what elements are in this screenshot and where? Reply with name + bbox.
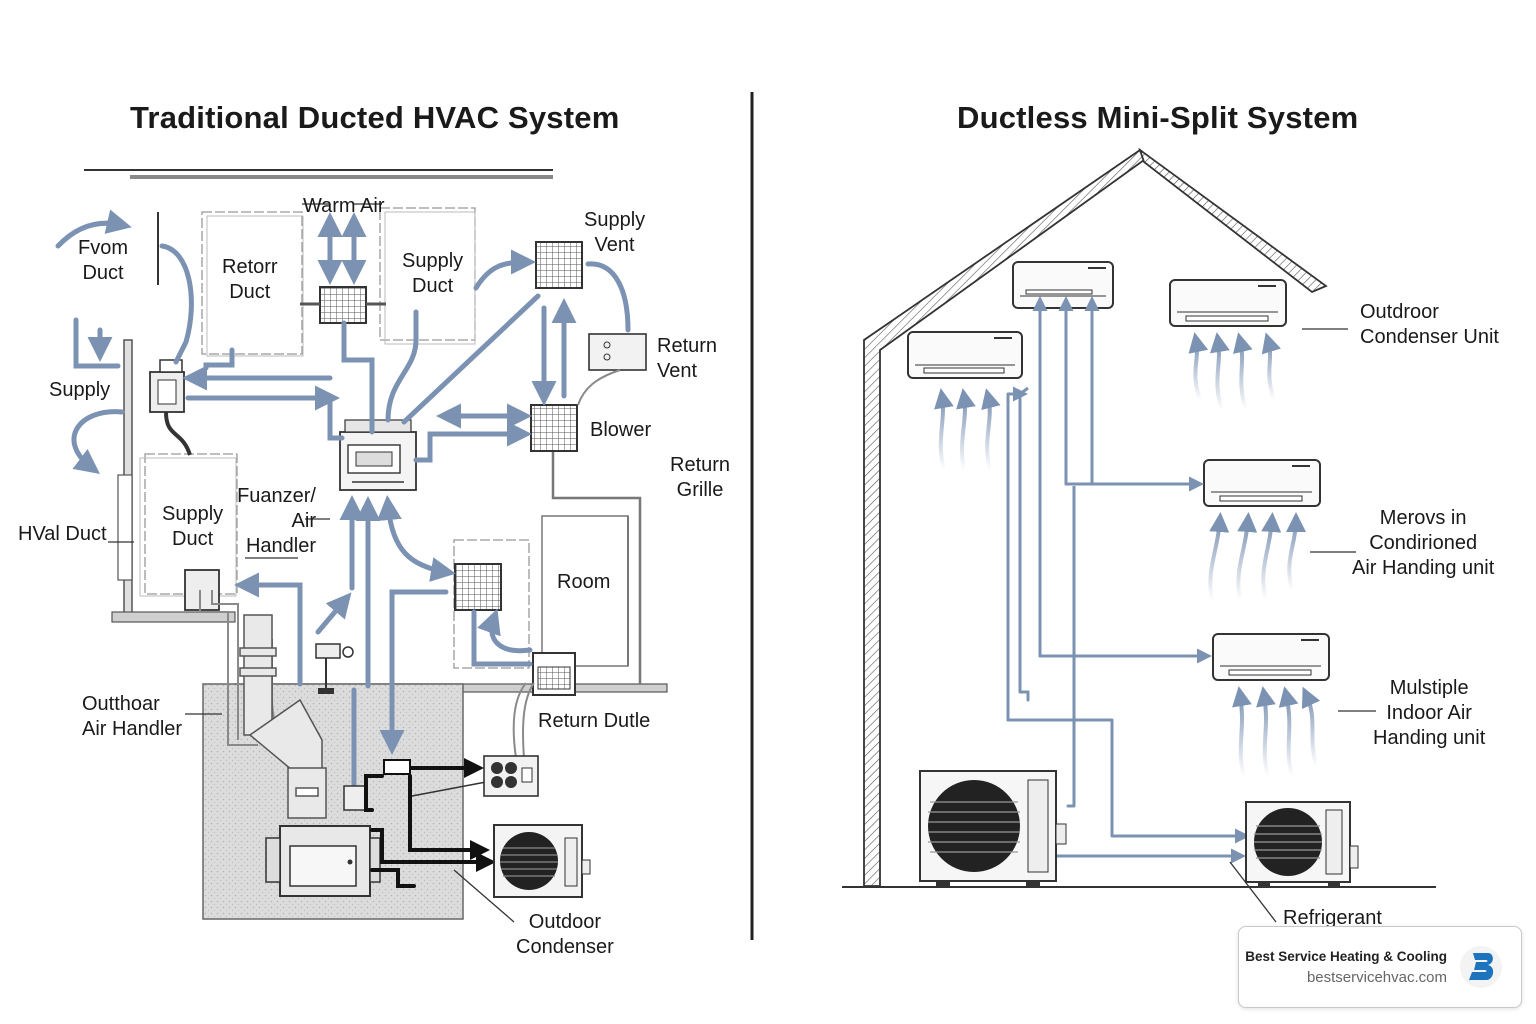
label-supply-duct-low: Supply Duct <box>162 503 224 550</box>
indoor-unit-lower <box>1212 633 1330 681</box>
label-return-dutle: Return Dutle <box>538 710 651 732</box>
label-supply-duct-top: Supply Duct <box>402 250 464 297</box>
left-diagram <box>55 169 668 923</box>
company-url[interactable]: bestservicehvac.com <box>1306 969 1447 986</box>
indoor-unit-middle <box>1203 459 1321 507</box>
label-retort-duct: Retorr Duct <box>222 256 278 303</box>
outdoor-condenser-small <box>1245 801 1359 887</box>
indoor-unit-attic <box>1012 261 1114 309</box>
furnace-unit <box>265 643 381 897</box>
label-multiple-indoor: Mulstiple Indoor Air Handing unit <box>1373 677 1486 749</box>
label-outdoor-condenser: Outdoor Condenser <box>516 911 614 958</box>
central-air-handler <box>339 419 417 491</box>
room-vent-grille <box>454 563 502 611</box>
label-return-vent: Return Vent <box>657 335 718 382</box>
label-room: Room <box>557 571 611 593</box>
company-name: Best Service Heating & Cooling <box>1245 949 1447 964</box>
label-from-duct: Fvom Duct <box>78 237 128 284</box>
right-diagram <box>842 147 1436 923</box>
left-title: Traditional Ducted HVAC System <box>130 100 620 135</box>
indoor-unit-upper-right <box>1169 279 1287 327</box>
label-refrigerant: Refrigerant <box>1283 907 1382 929</box>
right-title: Ductless Mini-Split System <box>957 100 1359 135</box>
return-vent-box <box>588 333 647 371</box>
label-supply-vent: Supply Vent <box>584 209 646 256</box>
label-blower: Blower <box>590 419 652 441</box>
top-center-vent <box>319 286 367 324</box>
outdoor-condenser-unit <box>493 824 591 898</box>
label-outthoar-air-handler: Outthoar Air Handler <box>82 693 183 740</box>
house-roof-right <box>1138 147 1328 294</box>
label-hval-duct: HVal Duct <box>18 523 107 545</box>
label-fuanzer-air-handler: Fuanzer/ Air Handler <box>237 485 316 557</box>
outdoor-condenser-large <box>919 770 1067 886</box>
label-merovs-conditioned: Merovs in Condirioned Air Handing unit <box>1352 507 1495 579</box>
company-logo-icon <box>1460 946 1502 988</box>
small-fan-box <box>483 755 539 797</box>
company-badge[interactable]: Best Service Heating & Cooling bestservi… <box>1238 926 1522 1008</box>
label-outdroor-condenser-unit: Outdroor Condenser Unit <box>1360 301 1499 348</box>
supply-vent-grille <box>535 241 583 289</box>
main-duct-assembly <box>239 614 327 819</box>
blower-grille <box>530 404 578 452</box>
label-warm-air: Warm Air <box>303 195 385 217</box>
label-return-grille: Return Grille <box>670 454 731 501</box>
label-supply: Supply <box>49 379 111 401</box>
indoor-unit-upper-left <box>907 331 1023 379</box>
